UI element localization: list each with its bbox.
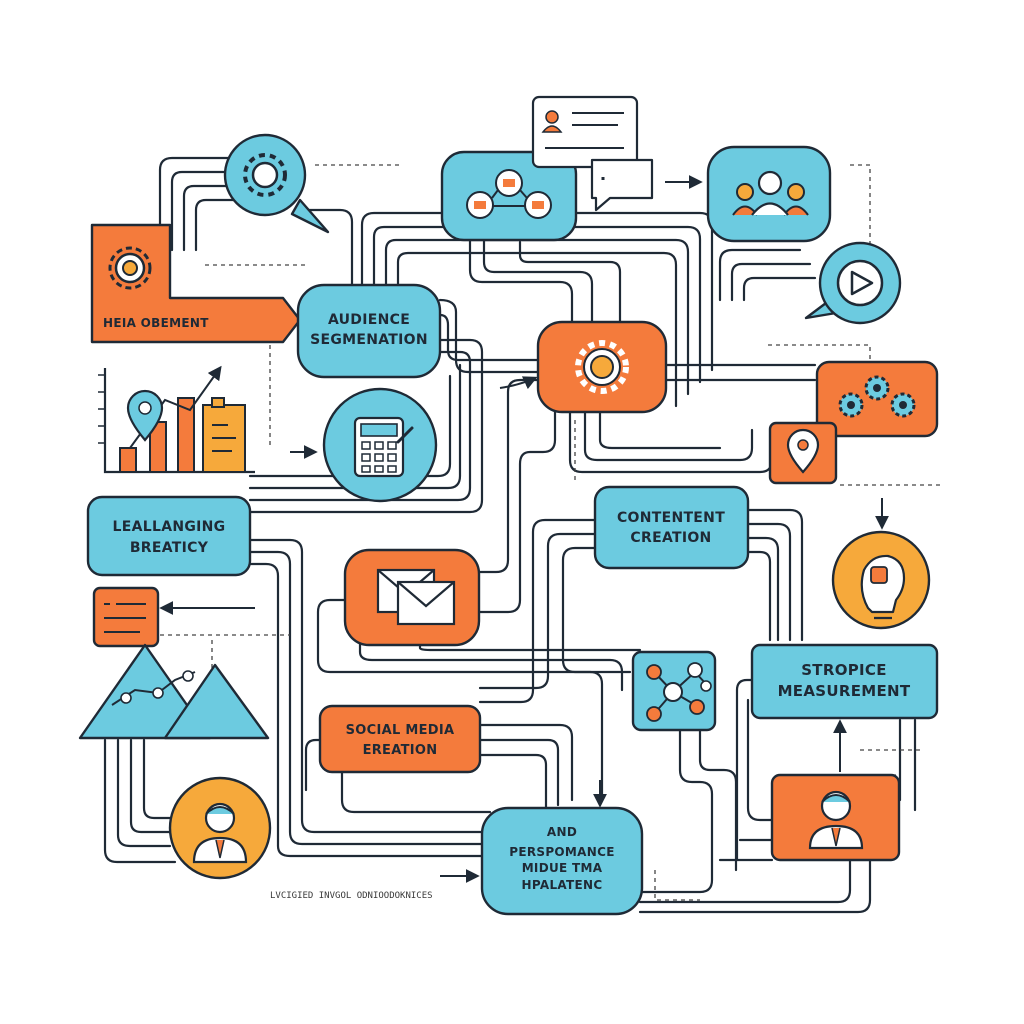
message-card-icon [92,586,160,648]
management-label: HEIA OBEMENT [103,316,209,330]
growth-chart-icon [98,365,255,474]
performance-line1: AND [547,825,577,839]
performance-node[interactable]: AND PERSPOMANCE MIDUE TMA HPALATENC [480,806,644,916]
gears-icon [815,360,939,438]
strategic-measurement-line2: MEASUREMENT [778,682,911,700]
arrows [159,175,889,883]
dashed-guides [160,164,940,901]
mountains-icon [78,643,270,740]
audience-segmentation-node[interactable]: AUDIENCE SEGMENATION [296,283,442,379]
management-node[interactable]: HEIA OBEMENT [90,223,302,344]
gear-speech-bubble-icon [223,133,330,234]
network-icon [631,650,717,732]
performance-line4: HPALATENC [522,878,603,892]
email-icon[interactable] [343,548,481,647]
location-pin-icon [768,421,838,485]
content-creation-node[interactable]: CONTENTENT CREATION [593,485,750,570]
profile-card-icon [531,95,639,169]
team-network-icon [440,150,578,242]
businessman-icon [770,773,901,862]
audience-segmentation-line1: AUDIENCE [328,312,410,328]
people-group-icon [706,145,832,243]
content-creation-line1: CONTENTENT [617,510,725,526]
play-speech-bubble-icon [804,241,902,325]
strategic-measurement-line1: STROPICE [801,661,887,679]
performance-line3: MIDUE TMA [522,861,603,875]
social-media-node[interactable]: SOCIAL MEDIA EREATION [318,704,482,774]
strategic-measurement-node[interactable]: STROPICE MEASUREMENT [750,643,939,720]
connector-lines [103,156,917,914]
leallanging-line2: BREATICY [130,540,209,556]
performance-line2: PERSPOMANCE [509,845,614,859]
lightbulb-icon [831,530,931,630]
content-creation-line2: CREATION [630,530,711,546]
bottom-caption: LVCIGIED INVGOL ODNIOODOKNICES [270,891,433,901]
leallanging-node[interactable]: LEALLANGING BREATICY [86,495,252,577]
person-avatar-icon [168,776,272,880]
gear-icon [108,246,152,290]
social-media-line1: SOCIAL MEDIA [346,723,455,738]
central-gear-icon[interactable] [536,320,668,414]
leallanging-line1: LEALLANGING [113,519,226,535]
calculator-icon [322,387,438,503]
audience-segmentation-line2: SEGMENATION [310,332,428,348]
chat-bubble-icon [590,158,654,212]
social-media-line2: EREATION [363,743,438,758]
